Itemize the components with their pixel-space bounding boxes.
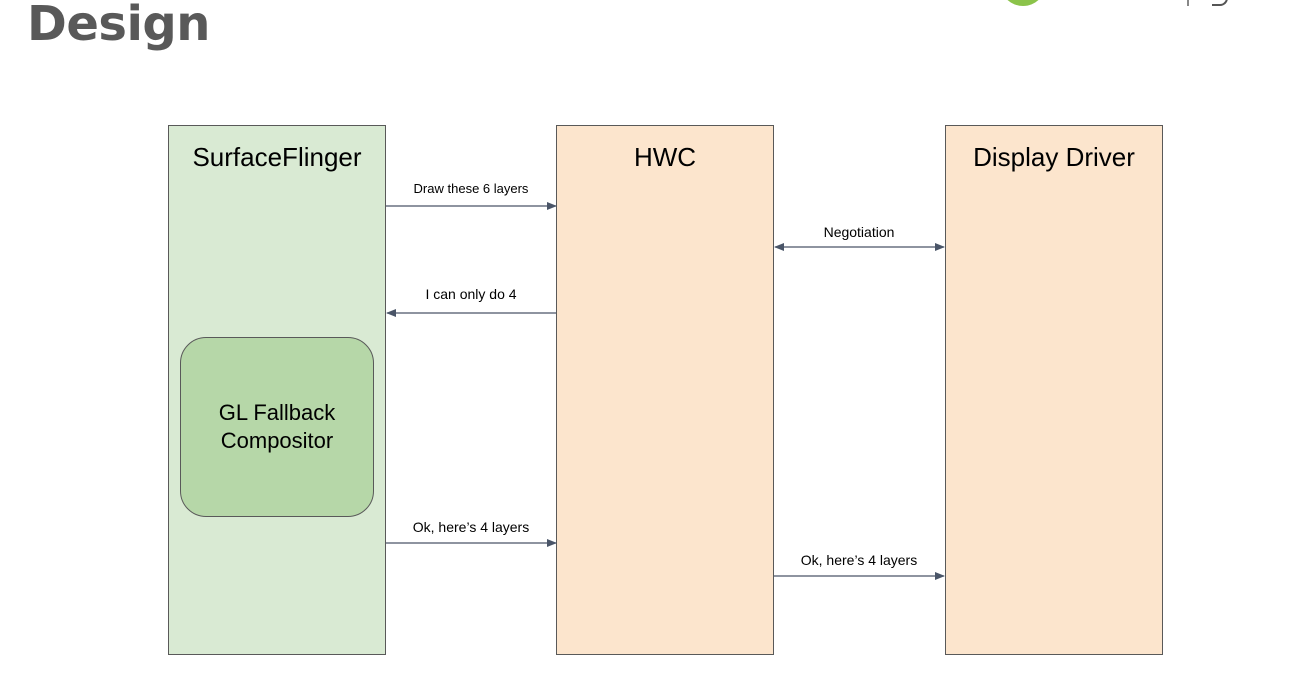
msg-here-four-hwc: Ok, here’s 4 layers <box>800 552 918 568</box>
slide-title: Design <box>27 0 210 52</box>
msg-draw-layers: Draw these 6 layers <box>413 181 529 196</box>
hwc-label: HWC <box>633 142 697 172</box>
fallback-line-2: Compositor <box>220 428 334 453</box>
logo-mark-icon <box>1212 0 1228 6</box>
surfaceflinger-label: SurfaceFlinger <box>192 142 362 172</box>
fallback-line-1: GL Fallback <box>218 400 336 425</box>
msg-here-four-sf: Ok, here’s 4 layers <box>412 519 530 535</box>
msg-negotiation: Negotiation <box>823 224 895 240</box>
msg-only-four: I can only do 4 <box>425 286 517 302</box>
display-driver-lane: Display Driver <box>945 125 1163 655</box>
green-circle-logo-icon <box>1000 0 1046 6</box>
hwc-lane: HWC <box>556 125 774 655</box>
display-driver-label: Display Driver <box>973 142 1135 172</box>
gl-fallback-compositor-box: GL Fallback Compositor <box>180 337 374 517</box>
logo-divider <box>1187 0 1189 6</box>
